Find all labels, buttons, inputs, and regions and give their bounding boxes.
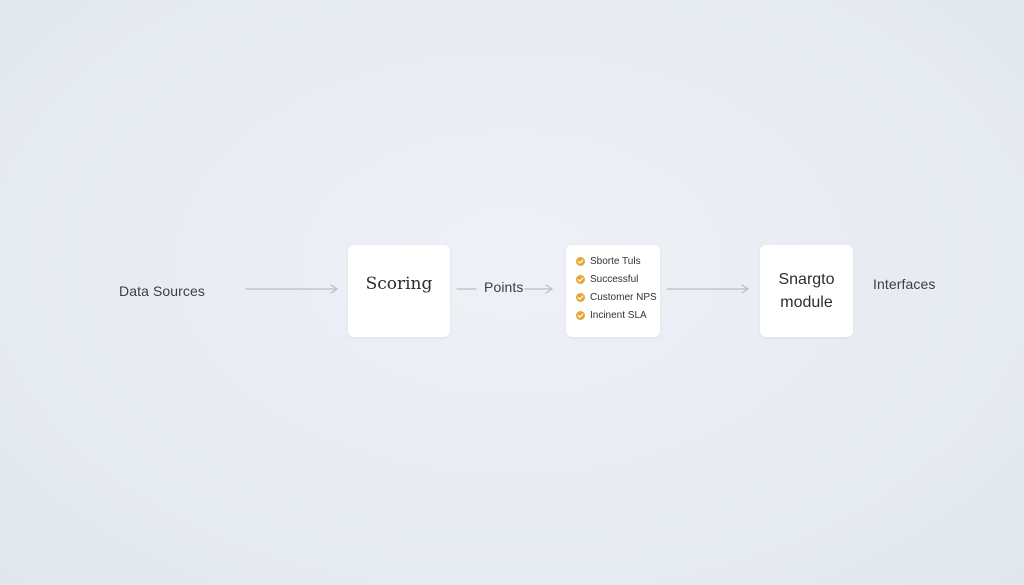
module-box-title: Snargto module xyxy=(778,271,835,311)
checklist-item-label: Successful xyxy=(590,273,639,285)
checklist-item: Successful xyxy=(576,270,657,288)
checklist-item: Sborte Tuls xyxy=(576,252,657,270)
scoring-box: Scoring xyxy=(348,245,450,337)
check-circle-icon xyxy=(576,310,585,320)
checklist-item: Incinent SLA xyxy=(576,306,657,324)
points-label: Points xyxy=(484,279,524,295)
checklist-item-label: Incinent SLA xyxy=(590,309,647,321)
arrow-points-to-list xyxy=(524,284,553,294)
check-circle-icon xyxy=(576,292,585,302)
checklist-item: Customer NPS xyxy=(576,288,657,306)
arrow-sources-to-scoring xyxy=(245,284,338,294)
checklist-item-label: Sborte Tuls xyxy=(590,255,641,267)
checklist-item-label: Customer NPS xyxy=(590,291,657,303)
metrics-checklist-box: Sborte Tuls Successful Customer NPS Inci… xyxy=(566,245,660,337)
arrow-list-to-module xyxy=(666,284,749,294)
check-circle-icon xyxy=(576,274,585,284)
data-sources-label: Data Sources xyxy=(119,283,206,299)
scoring-box-title: Scoring xyxy=(365,274,433,294)
metrics-checklist: Sborte Tuls Successful Customer NPS Inci… xyxy=(566,245,657,324)
check-circle-icon xyxy=(576,256,585,266)
module-box: Snargto module xyxy=(760,245,853,337)
interfaces-label: Interfaces xyxy=(873,276,936,292)
